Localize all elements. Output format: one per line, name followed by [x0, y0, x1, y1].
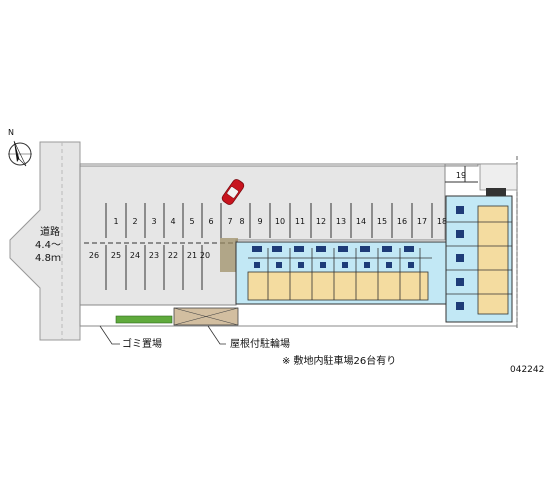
stall-number: 13: [336, 217, 346, 226]
parking-numbers-top: 1 2 3 4 5 6 7 8 9 10 11 12 13 14 15 16 1…: [113, 217, 427, 226]
hatched-wall: [220, 238, 238, 272]
stall-number: 20: [200, 251, 210, 260]
parking-numbers-bottom: 26 25 24 23 22 21 20: [89, 251, 210, 260]
svg-text:N: N: [8, 128, 14, 137]
stall-number: 2: [132, 217, 137, 226]
stall-number: 12: [316, 217, 326, 226]
stall-number: 7: [227, 217, 232, 226]
parking-count-note: ※ 敷地内駐車場26台有り: [282, 354, 396, 367]
stall-number: 3: [151, 217, 156, 226]
stall-number: 26: [89, 251, 99, 260]
stall-number: 25: [111, 251, 121, 260]
north-compass-icon: N: [8, 128, 32, 167]
stall-number: 24: [130, 251, 140, 260]
road-width-line1: 4.4～: [35, 240, 61, 251]
bike-leader-line: [207, 325, 226, 345]
stall-number: 10: [275, 217, 285, 226]
entrance-box: [486, 188, 506, 198]
property-code: 042242: [510, 365, 544, 375]
stall-number: 6: [208, 217, 213, 226]
parking-lot: [79, 163, 479, 306]
road-label: 道路: [40, 225, 60, 238]
building-east-stair-blocks: [456, 206, 464, 310]
car-icon: [221, 179, 245, 205]
building-room-dividers: [248, 248, 432, 300]
stall-number: 5: [189, 217, 194, 226]
building-stair-blocks: [252, 246, 414, 268]
garbage-area-label: ゴミ置場: [122, 337, 162, 350]
stall-number: 21: [187, 251, 197, 260]
stall-number: 16: [397, 217, 407, 226]
apartment-building-main: [235, 241, 447, 305]
bike-parking-area: [173, 307, 239, 326]
parking-stall-lines-top: [105, 203, 433, 238]
stall-number-19: 19: [456, 171, 466, 180]
stall-number: 4: [170, 217, 175, 226]
stall-number: 11: [295, 217, 305, 226]
parking-stall-lines-bottom: [105, 245, 203, 290]
site-boundary: [79, 163, 518, 327]
apartment-building-east: [445, 195, 513, 323]
stall-number: 9: [257, 217, 262, 226]
stall-number: 1: [113, 217, 118, 226]
bike-parking-label: 屋根付駐輪場: [230, 337, 290, 350]
stall-number: 23: [149, 251, 159, 260]
stall-number: 22: [168, 251, 178, 260]
stall-number: 14: [356, 217, 366, 226]
garbage-area: [115, 315, 173, 324]
stall-number: 15: [377, 217, 387, 226]
stall-number-18: 18: [437, 217, 447, 226]
stall-number: 8: [239, 217, 244, 226]
road-width-line2: 4.8ｍ: [35, 253, 61, 264]
garbage-leader-line: [99, 325, 120, 345]
stall-number: 17: [417, 217, 427, 226]
